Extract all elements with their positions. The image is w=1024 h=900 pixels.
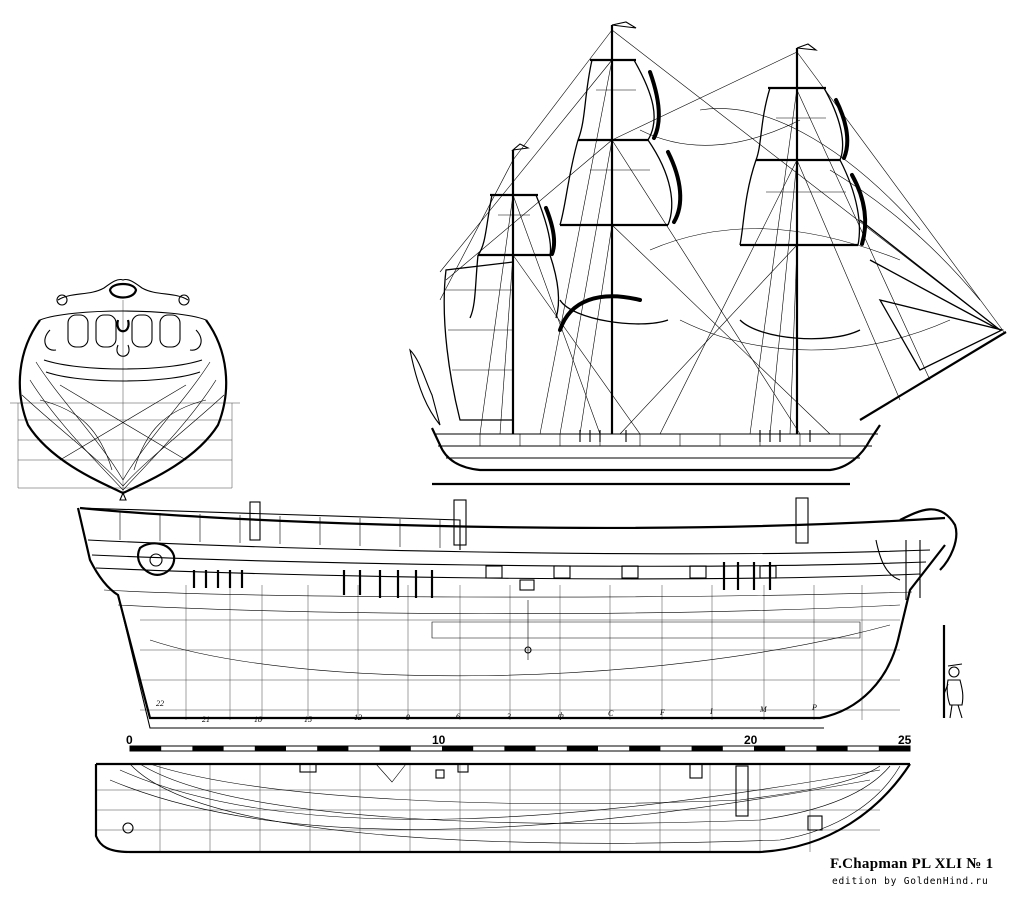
scale-label-25: 25 [898, 733, 912, 747]
frame-number: 12 [354, 713, 362, 722]
frame-number: 21 [202, 715, 210, 724]
plate-caption: F.Chapman PL XLI № 1 [830, 856, 994, 872]
frame-number: F [659, 708, 665, 717]
frame-numbers: 22 21 18 15 12 9 6 3 ф C F I M P [156, 699, 817, 724]
frame-number: ф [558, 711, 564, 720]
frame-number: M [759, 705, 768, 714]
frame-number: 6 [456, 712, 460, 721]
frame-number: I [709, 707, 713, 716]
frame-number: 18 [254, 715, 262, 724]
sail-plan [409, 21, 1007, 486]
frame-number: 15 [304, 715, 312, 724]
human-scale-figure [942, 625, 964, 719]
profile-plan [76, 497, 958, 729]
half-breadth-plan [94, 762, 911, 854]
scale-label-20: 20 [744, 733, 758, 747]
edition-credit: edition by GoldenHind.ru [832, 876, 989, 887]
scale-label-0: 0 [126, 733, 133, 747]
frame-number: 9 [406, 713, 410, 722]
frame-number: 3 [506, 712, 511, 721]
frame-number: P [811, 703, 817, 712]
frame-number: 22 [156, 699, 164, 708]
frame-number: C [608, 709, 614, 718]
scale-bar: 0 10 20 25 [126, 733, 912, 752]
stern-view [10, 278, 240, 501]
scale-label-10: 10 [432, 733, 446, 747]
